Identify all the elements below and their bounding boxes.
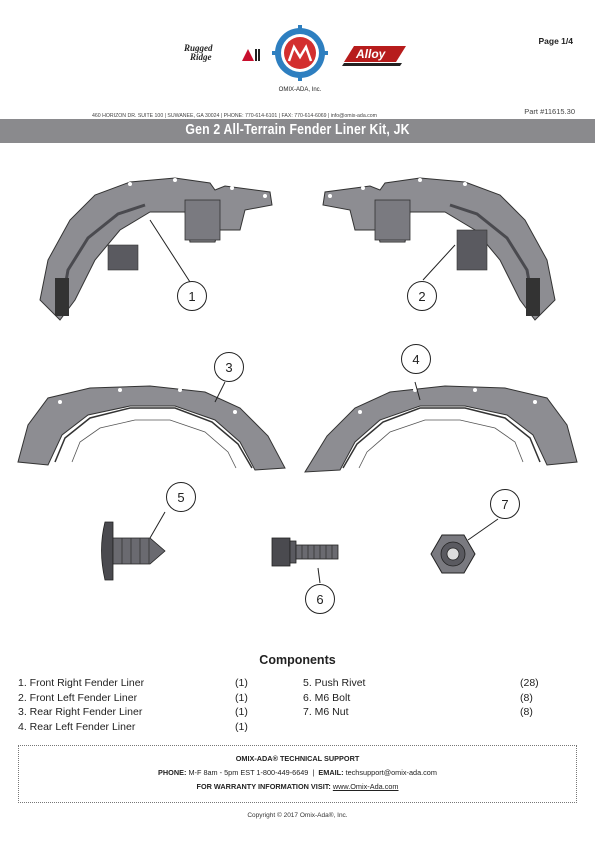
component-qty: (1) <box>235 706 248 718</box>
title-bar <box>0 119 595 143</box>
parts-diagram <box>17 177 578 584</box>
callout-4: 4 <box>401 344 431 374</box>
email-value[interactable]: techsupport@omix-ada.com <box>345 768 437 777</box>
component-qty: (8) <box>520 691 533 704</box>
component-item: 4. Rear Left Fender Liner <box>18 720 136 733</box>
component-qty: (1) <box>235 720 248 733</box>
copyright: Copyright © 2017 Omix-Ada®, Inc. <box>247 812 348 819</box>
callout-6: 6 <box>305 584 335 614</box>
push-rivet <box>101 521 166 581</box>
support-separator: | <box>312 768 315 777</box>
component-item: 5. Push Rivet <box>303 677 366 689</box>
rugged-ridge-logo-line2: Ridge <box>190 52 212 62</box>
component-qty: (1) <box>235 691 248 704</box>
component-qty: (1) <box>235 677 248 689</box>
support-heading: OMIX-ADA® TECHNICAL SUPPORT <box>235 754 360 763</box>
warranty-label: FOR WARRANTY INFORMATION VISIT: <box>196 782 331 791</box>
company-address: 460 HORIZON DR. SUITE 100 | SUWANEE, GA … <box>92 113 377 119</box>
rugged-ridge-flag-icon <box>242 49 260 61</box>
m6-bolt <box>271 537 339 567</box>
rugged-ridge-logo-line1: Rugged <box>184 43 213 53</box>
callout-2: 2 <box>407 281 437 311</box>
alloy-swoosh-icon <box>342 46 406 66</box>
part-number: Part #11615.30 <box>524 107 575 116</box>
components-heading: Components <box>259 653 336 667</box>
alloy-usa-logo: Alloy <box>340 42 410 68</box>
omix-gear-icon <box>272 25 328 81</box>
rugged-ridge-logo: Rugged Ridge <box>184 44 260 66</box>
component-item: 2. Front Left Fender Liner <box>18 691 138 704</box>
page-number: Page 1/4 <box>538 36 574 46</box>
front-left-fender-liner <box>322 177 556 321</box>
callout-1: 1 <box>177 281 207 311</box>
alloy-logo-text: Alloy <box>356 47 386 61</box>
callout-3: 3 <box>214 352 244 382</box>
page-title: Gen 2 All-Terrain Fender Liner Kit, JK <box>185 121 410 138</box>
component-item: 6. M6 Bolt <box>303 691 351 704</box>
component-qty: (8) <box>520 706 533 718</box>
email-label: EMAIL: <box>318 768 344 777</box>
rear-right-fender-liner <box>17 385 286 471</box>
technical-support-box: OMIX-ADA® TECHNICAL SUPPORT PHONE: M-F 8… <box>18 745 577 803</box>
phone-value: M-F 8am - 5pm EST 1-800-449-6649 <box>188 768 309 777</box>
component-item: 1. Front Right Fender Liner <box>18 677 145 689</box>
callout-5: 5 <box>166 482 196 512</box>
callout-leaders <box>149 219 499 584</box>
omix-ada-logo: OMIX-ADA, Inc. <box>270 25 330 93</box>
front-right-fender-liner <box>39 177 273 321</box>
phone-label: PHONE: <box>158 768 187 777</box>
component-item: 7. M6 Nut <box>303 706 349 718</box>
warranty-link[interactable]: www.Omix-Ada.com <box>332 782 399 791</box>
omix-company-name: OMIX-ADA, Inc. <box>278 87 322 93</box>
callout-7: 7 <box>490 489 520 519</box>
component-qty: (28) <box>520 677 539 689</box>
rear-left-fender-liner <box>304 385 578 473</box>
m6-nut <box>430 534 476 574</box>
component-item: 3. Rear Right Fender Liner <box>18 706 143 718</box>
